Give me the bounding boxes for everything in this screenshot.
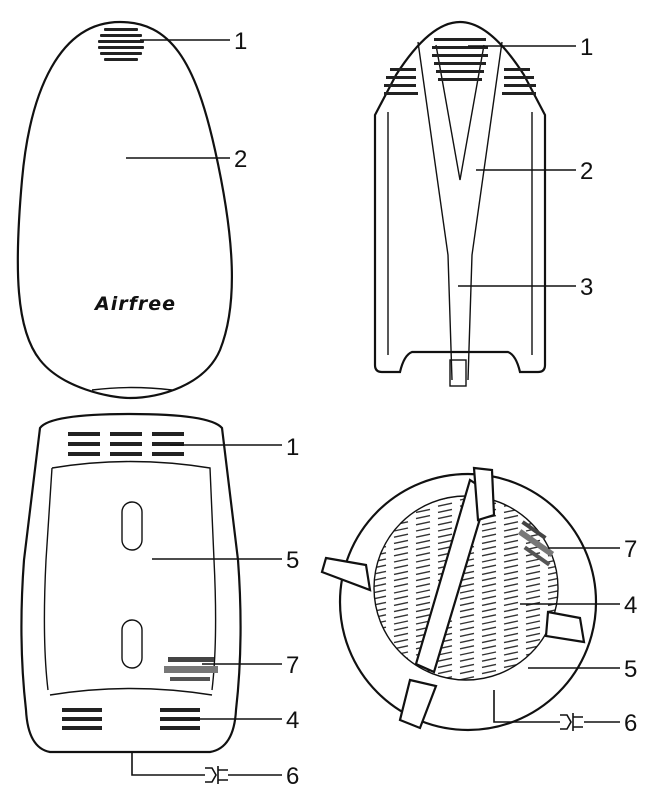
- front-body-outline: [16, 20, 233, 400]
- bottom-power-plug: [560, 713, 583, 731]
- back-bottom-grille: [62, 708, 200, 730]
- side-top-grille: [384, 38, 536, 95]
- back-label-sticker: [164, 657, 218, 681]
- front-callout-2: 2: [234, 146, 247, 173]
- side-callout-3: 3: [580, 274, 593, 301]
- side-inner-shell: [387, 112, 533, 355]
- brand-logo: Airfree: [93, 293, 176, 315]
- back-body-outline: [20, 412, 242, 754]
- side-view-figure: 1 2 3: [373, 20, 593, 387]
- back-callout-4: 4: [286, 707, 299, 734]
- bottom-callout-6: 6: [624, 710, 637, 737]
- back-callout-1: 1: [286, 434, 299, 461]
- bottom-label-sticker: [517, 520, 555, 567]
- back-callout-7: 7: [286, 652, 299, 679]
- side-v-strap: [417, 41, 503, 381]
- back-mount-slot-upper: [121, 501, 143, 551]
- back-inner-outline: [43, 460, 217, 696]
- back-power-plug: [205, 766, 228, 784]
- side-callout-2: 2: [580, 158, 593, 185]
- front-view-figure: Airfree 1 2: [16, 20, 247, 400]
- bottom-foot-left: [320, 556, 372, 592]
- bottom-callout-4: 4: [624, 592, 637, 619]
- back-view-figure: 1 5 7 4 6: [20, 412, 299, 790]
- front-top-grille: [98, 28, 144, 61]
- back-top-grille: [68, 432, 184, 456]
- bottom-callout-7: 7: [624, 536, 637, 563]
- back-mount-slot-lower: [121, 619, 143, 669]
- back-callout-6: 6: [286, 763, 299, 790]
- bottom-foot-right: [544, 610, 586, 644]
- bottom-foot-bottom: [398, 678, 438, 730]
- bottom-foot-top: [472, 466, 496, 522]
- back-callout-5: 5: [286, 547, 299, 574]
- back-power-cord: [131, 752, 205, 776]
- side-body-outline: [373, 20, 547, 374]
- front-bottom-rim: [91, 386, 173, 391]
- side-foot-pin: [449, 359, 467, 387]
- bottom-view-figure: 7 4 5 6: [320, 466, 637, 737]
- bottom-power-cord: [493, 690, 560, 723]
- side-callout-1: 1: [580, 34, 593, 61]
- bottom-callout-5: 5: [624, 656, 637, 683]
- front-callout-1: 1: [234, 28, 247, 55]
